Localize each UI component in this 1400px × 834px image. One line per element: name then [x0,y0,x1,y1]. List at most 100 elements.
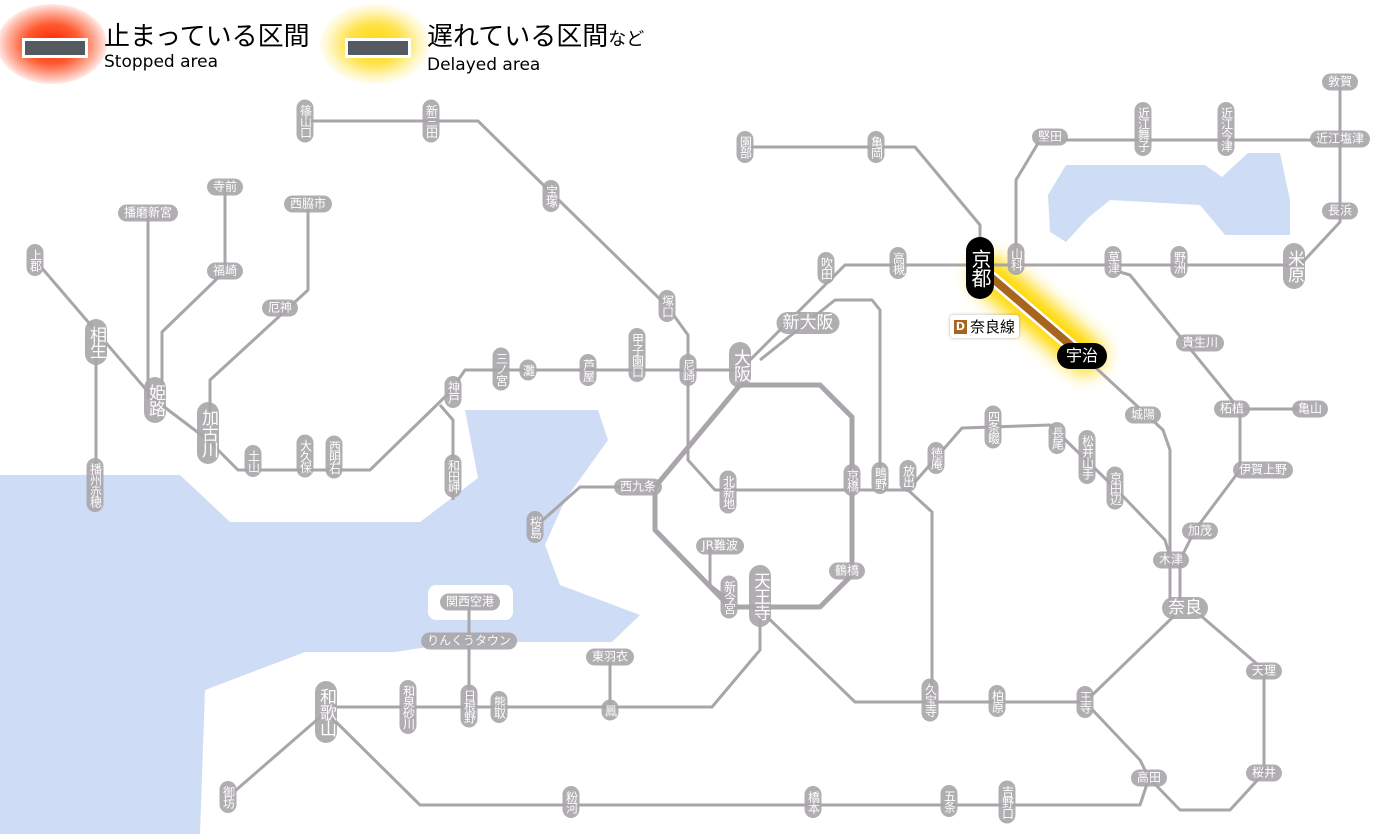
station-label[interactable]: 園部 [736,131,754,163]
bantan-line [160,187,227,400]
station-label[interactable]: 王寺 [1076,686,1094,718]
station-label[interactable]: 神戸 [444,376,462,408]
station-label[interactable]: 芦屋 [579,354,597,386]
station-label[interactable]: 日根野 [460,684,478,728]
station-label[interactable]: 亀岡 [867,131,885,163]
stopped-swatch [22,38,88,58]
station-label[interactable]: 北新地 [719,470,737,514]
station-label[interactable]: 徳庵 [927,442,945,474]
nara-line-south [1080,353,1172,608]
station-label[interactable]: 久宝寺 [921,678,939,722]
station-label[interactable]: 加古川 [197,402,219,464]
station-label[interactable]: 東羽衣 [585,648,635,666]
delayed-swatch [345,38,411,58]
station-label[interactable]: 山科 [1007,243,1025,275]
nara-line-label[interactable]: D 奈良線 [950,315,1020,338]
legend-delayed: 遅れている区間など Delayed area [320,4,644,84]
osaka-bay [0,410,640,834]
station-label[interactable]: 高槻 [889,247,907,279]
station-kyoto[interactable]: 京都 [966,237,994,299]
station-label[interactable]: 甲子園口 [628,328,646,382]
station-label[interactable]: 塚口 [658,290,676,322]
station-label[interactable]: 鳳 [601,699,619,721]
station-label[interactable]: 宝塚 [542,180,560,212]
station-label[interactable]: 西明石 [325,435,343,479]
station-label[interactable]: 近江今津 [1217,102,1235,156]
line-d-icon: D [954,319,967,334]
osaka-higashi-south [906,488,934,700]
station-label[interactable]: 天王寺 [749,565,771,627]
station-label[interactable]: 敦賀 [1321,73,1359,91]
station-label[interactable]: 近江塩津 [1309,130,1371,148]
station-label[interactable]: 伊賀上野 [1232,461,1294,479]
station-label[interactable]: 堅田 [1031,128,1069,146]
station-label[interactable]: 加茂 [1181,522,1219,540]
station-label[interactable]: 奈良 [1162,597,1208,619]
station-label[interactable]: 新大阪 [776,312,840,334]
station-label[interactable]: 播磨新宮 [117,204,179,222]
station-label[interactable]: 和田岬 [444,454,462,498]
station-label[interactable]: 寺前 [206,178,244,196]
station-label[interactable]: 西九条 [613,478,663,496]
station-uji[interactable]: 宇治 [1056,343,1108,369]
station-label[interactable]: 土山 [244,445,262,477]
hanwa-line [326,610,762,709]
station-label[interactable]: 京田辺 [1106,466,1124,510]
station-label[interactable]: 長浜 [1321,202,1359,220]
delayed-segment[interactable] [985,271,1089,362]
station-label[interactable]: 五条 [940,785,958,817]
station-label[interactable]: 吉野口 [998,780,1016,824]
station-label[interactable]: 関西空港 [439,593,501,611]
station-label[interactable]: 近江舞子 [1134,102,1152,156]
station-label[interactable]: 長尾 [1048,422,1066,454]
wakayama-line [324,700,1151,807]
station-label[interactable]: 天理 [1245,662,1283,680]
station-label[interactable]: 貴生川 [1175,334,1225,352]
station-label[interactable]: 亀山 [1291,400,1329,418]
station-label[interactable]: 相生 [85,319,107,365]
station-label[interactable]: 播州赤穂 [86,458,104,512]
osaka-loop-line [652,382,855,610]
station-label[interactable]: 米原 [1283,243,1305,289]
station-label[interactable]: 木津 [1152,551,1190,569]
station-label[interactable]: 鴫野 [871,462,889,494]
station-label[interactable]: 草津 [1104,246,1122,278]
station-label[interactable]: JR難波 [696,537,744,555]
station-label[interactable]: 三ノ宮 [492,347,510,391]
station-label[interactable]: 大阪 [729,342,751,388]
station-label[interactable]: 放出 [899,460,917,492]
station-label[interactable]: 桜島 [526,511,544,543]
station-label[interactable]: 高田 [1130,769,1168,787]
station-label[interactable]: 灘 [519,359,537,381]
station-label[interactable]: 御坊 [219,781,237,813]
station-label[interactable]: 大久保 [296,434,314,478]
station-label[interactable]: 西脇市 [283,195,333,213]
station-label[interactable]: 熊取 [490,691,508,723]
station-label[interactable]: 厄神 [261,299,299,317]
station-label[interactable]: 京橋 [843,464,861,496]
station-label[interactable]: 松井山手 [1078,430,1096,484]
sagano-line [745,145,982,265]
station-label[interactable]: 柏原 [988,685,1006,717]
station-label[interactable]: 上郡 [26,244,44,276]
station-label[interactable]: 福崎 [206,262,244,280]
station-label[interactable]: 粉河 [562,786,580,818]
station-label[interactable]: 新三田 [422,99,440,143]
station-label[interactable]: りんくうタウン [421,632,517,650]
station-label[interactable]: 橋本 [804,786,822,818]
station-label[interactable]: 鶴橋 [828,562,866,580]
station-label[interactable]: 柘植 [1213,400,1251,418]
station-label[interactable]: 篠山口 [296,99,314,143]
station-label[interactable]: 城陽 [1124,406,1162,424]
station-label[interactable]: 和歌山 [315,681,337,743]
station-label[interactable]: 四条畷 [984,405,1002,449]
station-label[interactable]: 新今宮 [720,575,738,619]
station-label[interactable]: 尼崎 [679,354,697,386]
station-label[interactable]: 姫路 [144,377,166,423]
station-label[interactable]: 野洲 [1170,246,1188,278]
station-label[interactable]: 和泉砂川 [399,680,417,734]
kisei-line [227,710,327,799]
station-label[interactable]: 吹田 [817,252,835,284]
station-label[interactable]: 桜井 [1245,764,1283,782]
